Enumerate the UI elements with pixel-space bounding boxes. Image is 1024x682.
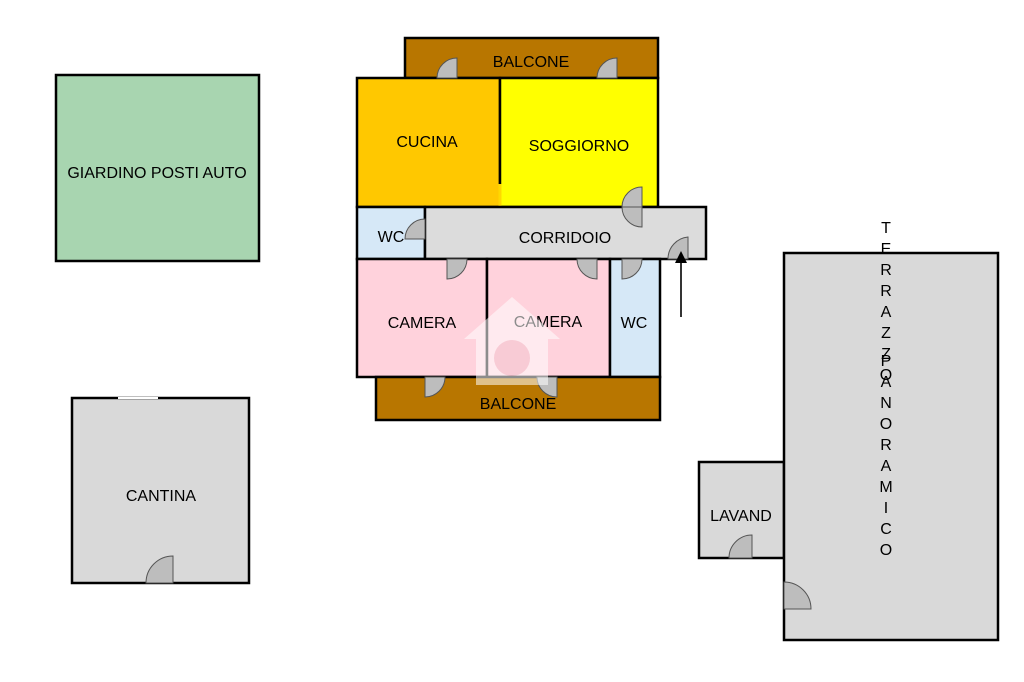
soggiorno-area (498, 76, 660, 209)
room-soggiorno: SOGGIORNO (498, 76, 660, 209)
camera-1-area (355, 257, 489, 379)
balcone-bottom-label: BALCONE (480, 396, 556, 413)
cantina-label: CANTINA (126, 488, 197, 505)
wc-right-label: WC (621, 315, 648, 332)
watermark-house-icon (464, 297, 560, 385)
room-corridoio: CORRIDOIO (423, 205, 708, 261)
door-swing (596, 57, 618, 79)
giardino-label: GIARDINO POSTI AUTO (67, 165, 246, 182)
room-giardino: GIARDINO POSTI AUTO (54, 73, 261, 263)
room-cantina: CANTINA (70, 396, 251, 585)
cantina-area (70, 396, 251, 585)
panoramico-label: PANORAMICO (878, 353, 895, 563)
room-terrazzo: TERRAZZO PANORAMICO (782, 220, 1000, 642)
door-swing (783, 581, 812, 610)
terrazzo-label: TERRAZZO (878, 220, 895, 388)
door-swing (404, 218, 426, 240)
corridoio-label: CORRIDOIO (519, 230, 611, 247)
lavand-label: LAVAND (710, 508, 772, 525)
door-swing (576, 258, 598, 280)
balcone-top-label: BALCONE (493, 54, 569, 71)
room-balcone-bottom: BALCONE (374, 375, 662, 422)
door-swing (145, 555, 174, 584)
room-cucina: CUCINA (355, 76, 502, 209)
terrazzo-area (782, 251, 1000, 642)
entrance-arrow-icon (675, 251, 687, 317)
room-wc-right: WC (608, 257, 662, 379)
door-swing (621, 186, 643, 208)
entrance-door-swing (667, 236, 689, 260)
door-swing (424, 376, 446, 398)
door-swing (436, 57, 458, 79)
door-swing (621, 206, 643, 228)
wc-left-label: WC (378, 229, 405, 246)
giardino-area (54, 73, 261, 263)
room-camera-1: CAMERA (355, 257, 489, 379)
room-wc-left: WC (355, 205, 427, 261)
door-swing (728, 534, 753, 559)
door-swing (446, 258, 468, 280)
camera-1-label: CAMERA (388, 315, 457, 332)
cucina-label: CUCINA (396, 134, 458, 151)
soggiorno-label: SOGGIORNO (529, 138, 629, 155)
door-swing (621, 258, 643, 280)
